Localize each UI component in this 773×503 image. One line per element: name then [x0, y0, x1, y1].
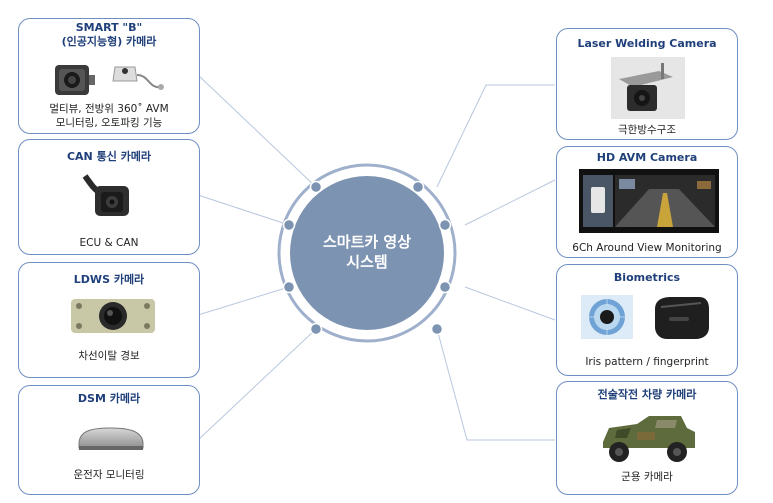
laser-welding-camera-image	[611, 57, 685, 119]
card-smart-b-camera: SMART "B" (인공지능형) 카메라 멀티뷰, 전방위 360˚ AVM …	[18, 18, 200, 134]
connector-line	[465, 180, 555, 225]
card-title-line2: (인공지능형) 카메라	[19, 35, 199, 49]
card-description: 군용 카메라	[557, 470, 737, 484]
card-desc-line1: 멀티뷰, 전방위 360˚ AVM	[19, 102, 199, 116]
iris-image	[581, 295, 633, 339]
card-description: 차선이탈 경보	[19, 349, 199, 363]
avm-monitor-image	[579, 169, 719, 233]
card-description: 6Ch Around View Monitoring	[557, 241, 737, 255]
hub-node	[432, 324, 443, 335]
card-can-camera: CAN 통신 카메라 ECU & CAN	[18, 139, 200, 255]
hub-node	[284, 220, 295, 231]
military-vehicle-image	[597, 410, 701, 464]
card-dsm-camera: DSM 카메라 운전자 모니터링	[18, 385, 200, 495]
card-description: 운전자 모니터링	[19, 468, 199, 482]
card-title: SMART "B" (인공지능형) 카메라	[19, 21, 199, 49]
connector-line	[465, 287, 555, 320]
central-hub: 스마트카 영상 시스템	[272, 158, 462, 348]
card-title: Biometrics	[557, 271, 737, 285]
smart-camera-image	[49, 55, 169, 105]
dsm-camera-image	[75, 422, 147, 456]
hub-label: 스마트카 영상 시스템	[272, 232, 462, 272]
card-hd-avm-camera: HD AVM Camera 6Ch Around View Monitoring	[556, 146, 738, 258]
hub-label-line1: 스마트카 영상	[272, 232, 462, 252]
card-title: CAN 통신 카메라	[19, 150, 199, 164]
ldws-camera-image	[69, 295, 157, 337]
hub-node	[311, 324, 322, 335]
card-description: 극한방수구조	[557, 123, 737, 137]
hub-node	[311, 182, 322, 193]
card-title-line1: SMART "B"	[19, 21, 199, 35]
fingerprint-device-image	[649, 293, 711, 343]
card-title: HD AVM Camera	[557, 151, 737, 165]
card-laser-welding-camera: Laser Welding Camera 극한방수구조	[556, 28, 738, 140]
hub-node	[440, 282, 451, 293]
hub-node	[284, 282, 295, 293]
card-title: Laser Welding Camera	[557, 37, 737, 51]
can-camera-image	[77, 170, 147, 230]
card-biometrics: Biometrics Iris pattern / fingerprint	[556, 264, 738, 376]
card-title: LDWS 카메라	[19, 273, 199, 287]
card-ldws-camera: LDWS 카메라 차선이탈 경보	[18, 262, 200, 378]
hub-node	[440, 220, 451, 231]
hub-node	[413, 182, 424, 193]
card-desc-line2: 모니터링, 오토파킹 기능	[19, 116, 199, 130]
card-description: Iris pattern / fingerprint	[557, 355, 737, 369]
hub-label-line2: 시스템	[272, 252, 462, 272]
card-military-vehicle-camera: 전술작전 차량 카메라 군용 카메라	[556, 381, 738, 495]
card-title: DSM 카메라	[19, 392, 199, 406]
card-description: 멀티뷰, 전방위 360˚ AVM 모니터링, 오토파킹 기능	[19, 102, 199, 130]
card-description: ECU & CAN	[19, 236, 199, 250]
card-title: 전술작전 차량 카메라	[557, 388, 737, 402]
